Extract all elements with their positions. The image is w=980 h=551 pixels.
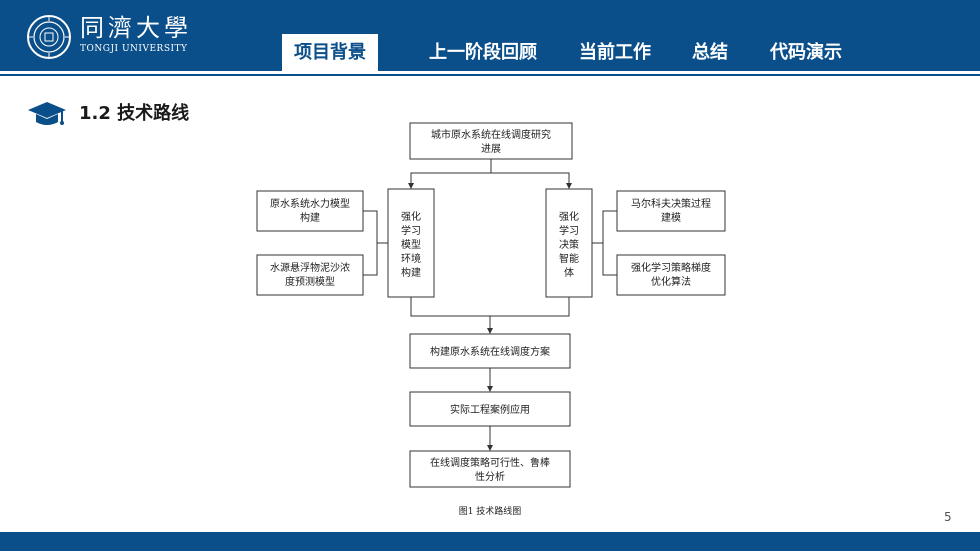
step3-line2: 性分析 bbox=[475, 470, 505, 483]
university-name-cn: 同濟大學 bbox=[80, 14, 192, 42]
left-center-line5: 构建 bbox=[401, 266, 421, 279]
university-seal-icon bbox=[27, 15, 71, 59]
right-box1-line1: 马尔科夫决策过程 bbox=[631, 197, 711, 210]
tab-previous-review[interactable]: 上一阶段回顾 bbox=[429, 42, 537, 63]
box-hydraulic-model bbox=[256, 190, 364, 232]
tab-summary[interactable]: 总结 bbox=[692, 42, 728, 63]
tab-code-demo[interactable]: 代码演示 bbox=[770, 42, 842, 63]
tab-project-background[interactable]: 项目背景 bbox=[282, 34, 378, 71]
right-box2-line2: 优化算法 bbox=[651, 275, 691, 288]
box-feasibility-analysis bbox=[409, 450, 571, 488]
header-divider bbox=[0, 71, 980, 74]
page-number: 5 bbox=[944, 510, 952, 524]
left-center-line4: 环境 bbox=[401, 252, 421, 265]
box-policy-gradient bbox=[616, 254, 726, 296]
right-box2-line1: 强化学习策略梯度 bbox=[631, 261, 711, 274]
right-center-line4: 智能 bbox=[559, 252, 579, 265]
box-engineering-case bbox=[409, 391, 571, 427]
left-center-line1: 强化 bbox=[401, 210, 421, 223]
right-box1-line2: 建模 bbox=[661, 211, 681, 224]
graduation-cap-icon bbox=[28, 102, 66, 125]
step3-line1: 在线调度策略可行性、鲁棒 bbox=[430, 456, 550, 469]
left-box2-line1: 水源悬浮物泥沙浓 bbox=[270, 261, 350, 274]
tab-current-work[interactable]: 当前工作 bbox=[579, 42, 651, 63]
right-center-line1: 强化 bbox=[559, 210, 579, 223]
footer-bar bbox=[0, 532, 980, 551]
left-center-line2: 学习 bbox=[401, 224, 421, 237]
top-box-line1: 城市原水系统在线调度研究 bbox=[431, 128, 551, 141]
step2-label: 实际工程案例应用 bbox=[450, 403, 530, 416]
technical-route-diagram: 城市原水系统在线调度研究 进展 强化 学习 模型 环境 构建 强化 学习 决策 … bbox=[256, 122, 726, 517]
left-box1-line1: 原水系统水力模型 bbox=[270, 197, 350, 210]
step1-label: 构建原水系统在线调度方案 bbox=[430, 345, 550, 358]
figure-caption: 图1 技术路线图 bbox=[459, 505, 522, 517]
box-rl-environment bbox=[387, 188, 435, 298]
left-box1-line2: 构建 bbox=[300, 211, 320, 224]
left-center-line3: 模型 bbox=[401, 238, 421, 251]
university-name-en: TONGJI UNIVERSITY bbox=[80, 44, 188, 54]
right-center-line3: 决策 bbox=[559, 238, 579, 251]
header-divider-dark bbox=[0, 74, 980, 76]
left-box2-line2: 度预测模型 bbox=[285, 275, 335, 288]
section-title: 1.2 技术路线 bbox=[79, 103, 190, 124]
box-markov-decision bbox=[616, 190, 726, 232]
right-center-line2: 学习 bbox=[559, 224, 579, 237]
header-bar bbox=[0, 0, 980, 71]
box-build-scheme bbox=[409, 333, 571, 369]
top-box-line2: 进展 bbox=[481, 143, 501, 155]
box-sediment-model bbox=[256, 254, 364, 296]
right-center-line5: 体 bbox=[564, 267, 574, 279]
